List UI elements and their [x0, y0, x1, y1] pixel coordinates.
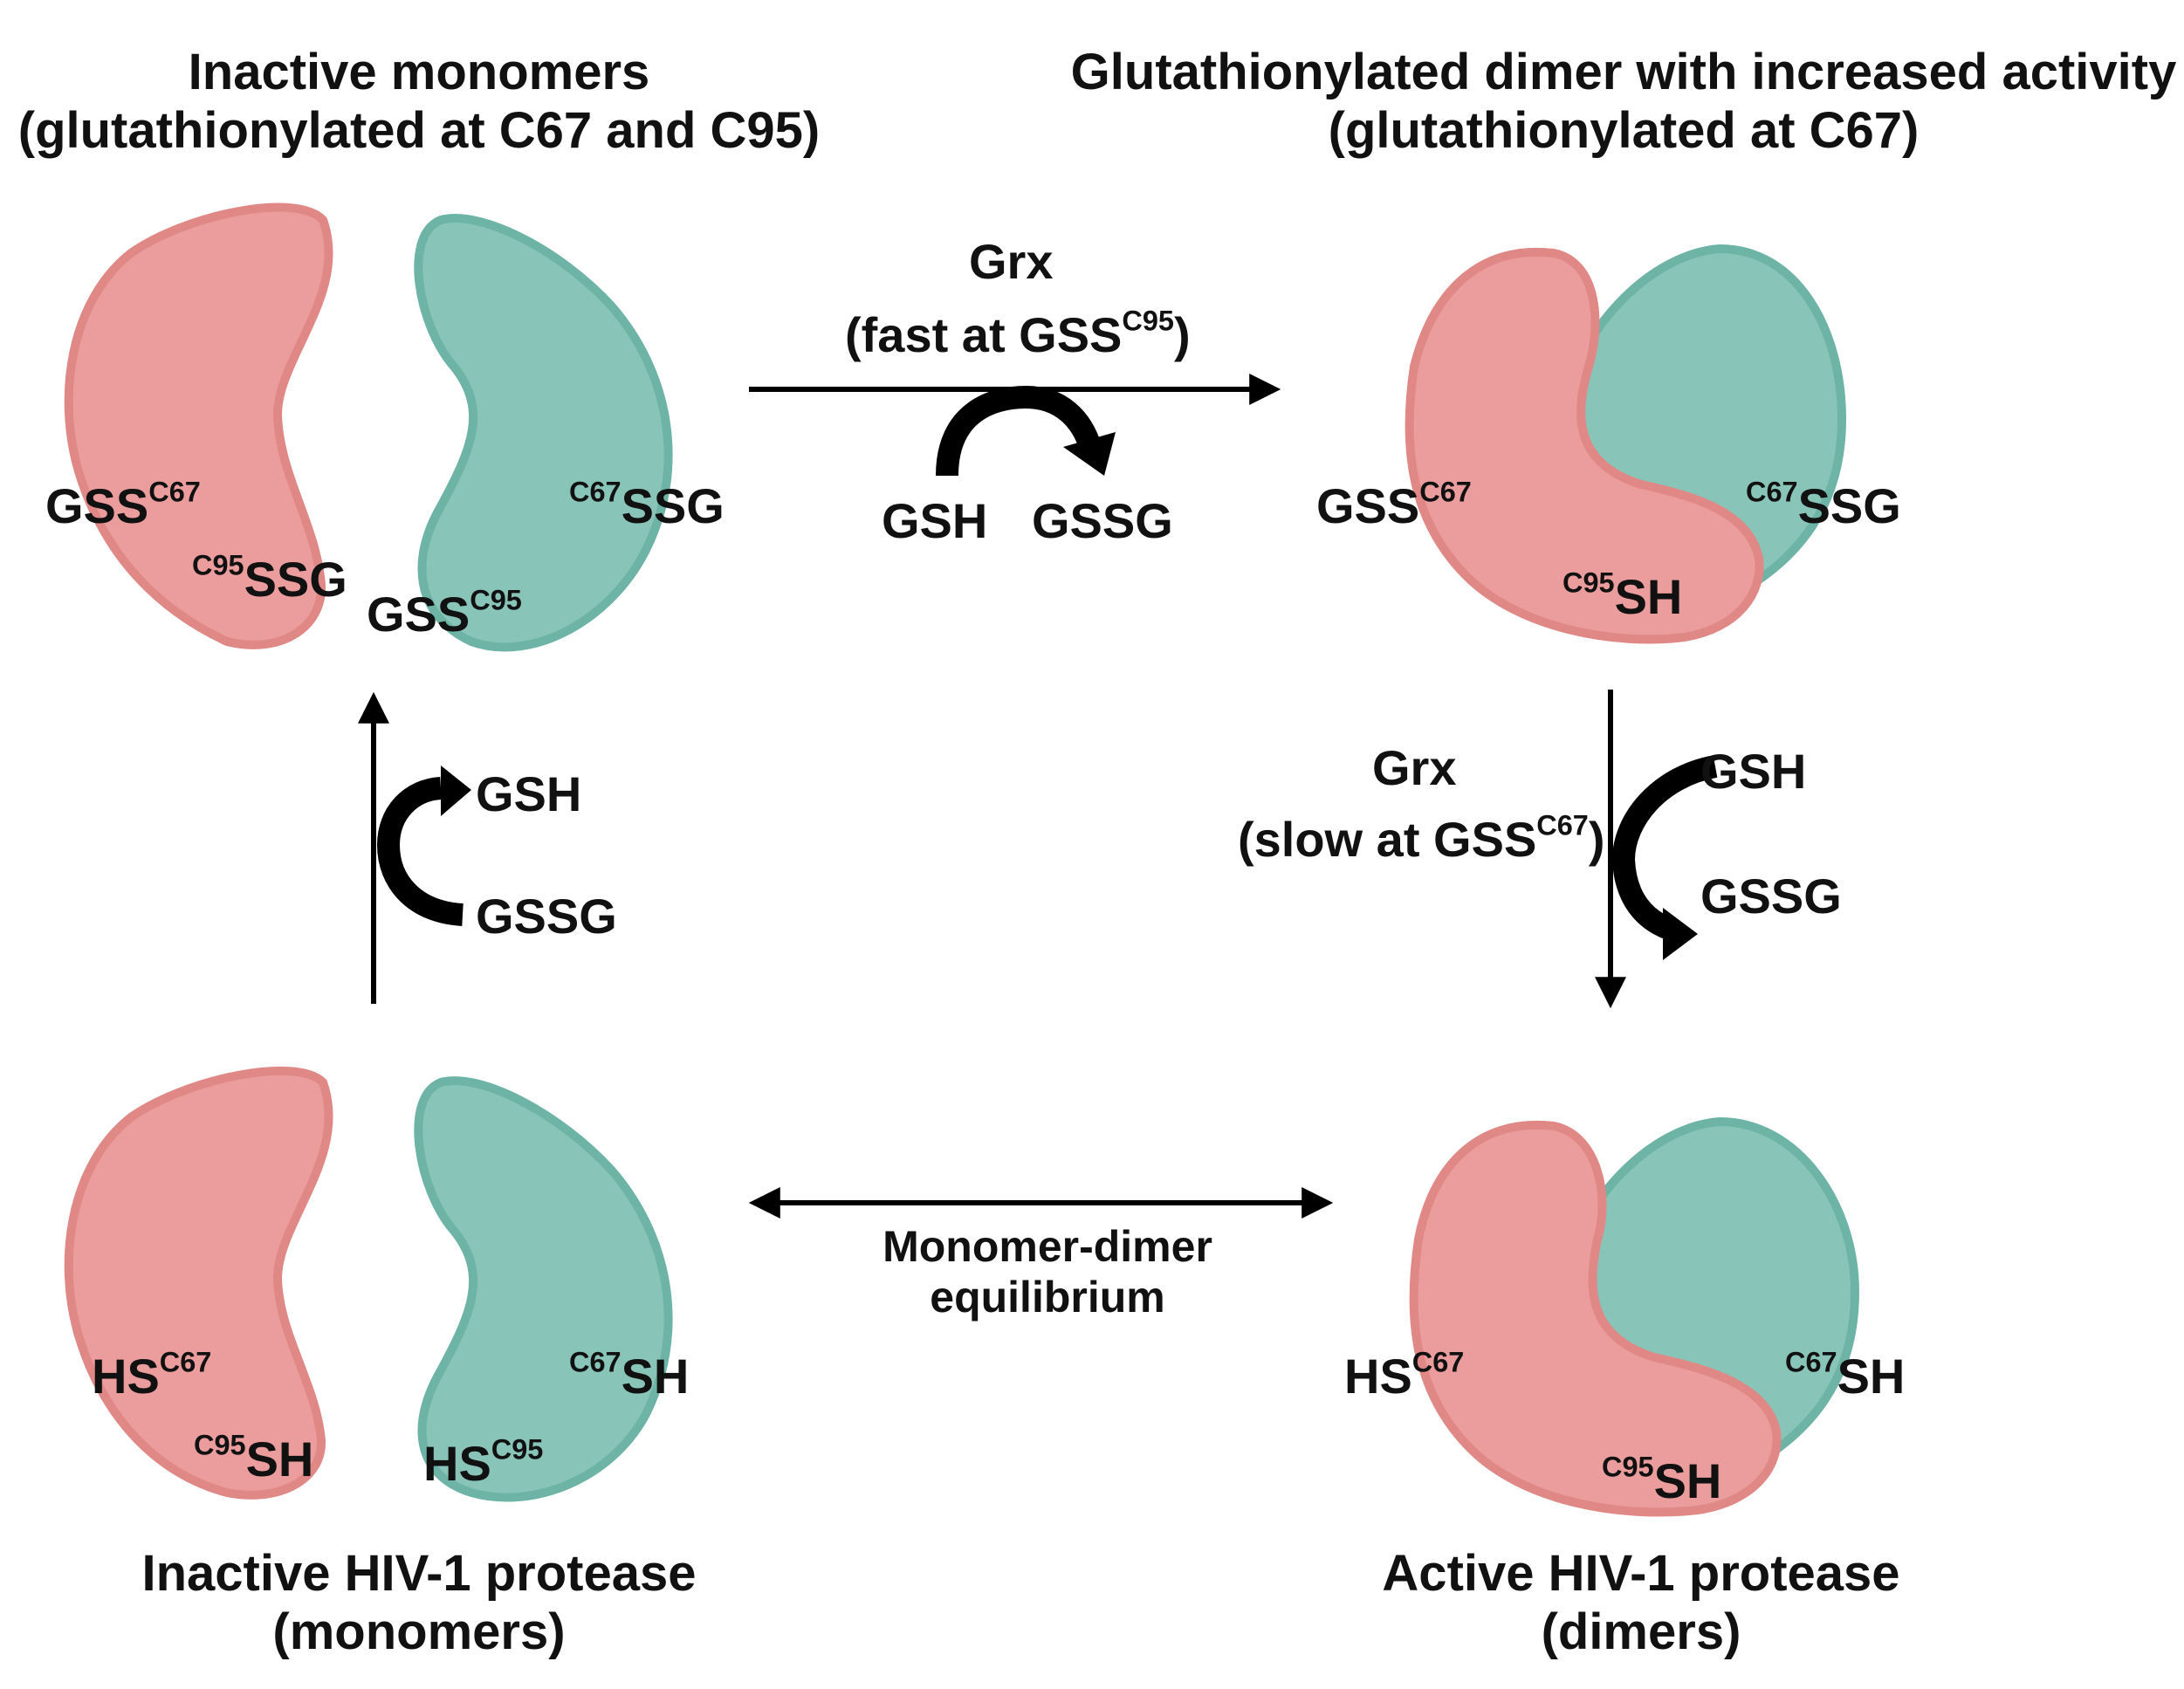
label-tl-a-c95: C95SSG	[192, 549, 347, 607]
monomer-b-top-left	[414, 214, 673, 652]
label-tr-b-c67: C67SSG	[1746, 476, 1901, 533]
top-reaction-condition: (fast at GSSC95)	[845, 305, 1191, 362]
curved-arrow-left	[376, 766, 471, 926]
right-reaction-enzyme: Grx	[1372, 740, 1457, 795]
top-reaction-substrate: GSH	[882, 493, 988, 548]
right-reaction-condition: (slow at GSSC67)	[1238, 809, 1605, 867]
title-top-left: Inactive monomers (glutathionylated at C…	[17, 44, 821, 159]
monomer-a-bottom-left	[64, 1066, 333, 1500]
label-tr-c95: C95SH	[1562, 566, 1683, 624]
right-reaction-substrate: GSH	[1700, 744, 1807, 799]
monomer-b-bottom-left	[414, 1076, 673, 1502]
label-tr-a-c67: GSSC67	[1316, 476, 1472, 533]
curved-arrow-right	[1611, 755, 1718, 960]
title-top-right: Glutathionylated dimer with increased ac…	[1070, 44, 2177, 159]
dimer-top-right	[1404, 244, 1847, 644]
label-bl-a-c67: HSC67	[92, 1346, 212, 1404]
monomer-a-top-left	[64, 203, 333, 649]
label-br-c95: C95SH	[1602, 1451, 1722, 1508]
right-reaction-product: GSSG	[1700, 869, 1842, 923]
label-br-a-c67: HSC67	[1344, 1346, 1465, 1404]
label-tl-b-c95: GSSC95	[367, 584, 522, 642]
label-tl-a-c67: GSSC67	[45, 476, 201, 533]
label-bl-a-c95: C95SH	[194, 1429, 314, 1486]
curved-arrow-top	[936, 385, 1116, 477]
left-reaction-top-label: GSH	[476, 766, 582, 821]
top-reaction-enzyme: Grx	[969, 234, 1054, 289]
title-bottom-left: Inactive HIV-1 protease (monomers)	[141, 1545, 697, 1660]
label-br-b-c67: C67SH	[1785, 1346, 1906, 1404]
dimer-bottom-right	[1409, 1116, 1860, 1517]
title-bottom-right: Active HIV-1 protease (dimers)	[1382, 1545, 1900, 1660]
left-reaction-bottom-label: GSSG	[476, 889, 617, 944]
label-tl-b-c67: C67SSG	[569, 476, 725, 533]
equilibrium-label: Monomer-dimer equilibrium	[883, 1222, 1212, 1322]
top-reaction-product: GSSG	[1032, 493, 1173, 548]
label-bl-b-c95: HSC95	[423, 1433, 544, 1491]
label-bl-b-c67: C67SH	[569, 1346, 690, 1404]
